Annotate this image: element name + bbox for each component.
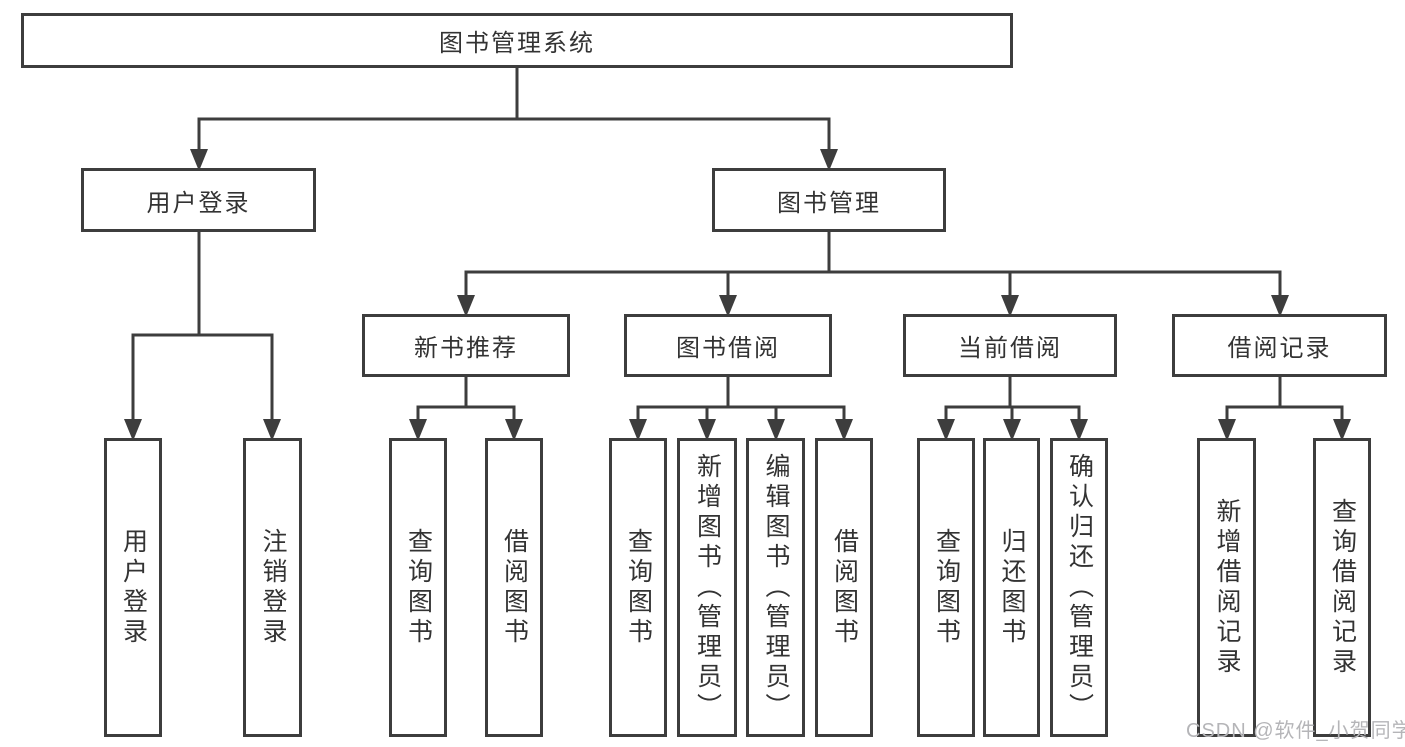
leaf-logout: 注销登录	[243, 438, 302, 737]
leaf-borrow-book: 借阅图书	[815, 438, 873, 737]
node-book-management: 图书管理	[712, 168, 946, 232]
node-book-borrow: 图书借阅	[624, 314, 832, 377]
leaf-add-borrow-record: 新增借阅记录	[1197, 438, 1256, 737]
node-user-login: 用户登录	[81, 168, 316, 232]
leaf-user-login: 用户登录	[104, 438, 162, 737]
leaf-return-book: 归还图书	[983, 438, 1040, 737]
leaf-edit-book-admin: 编辑图书（管理员）	[746, 438, 805, 737]
csdn-watermark: CSDN @软件_小贺同学	[1186, 720, 1405, 742]
leaf-borrow-book-recommend: 借阅图书	[485, 438, 543, 737]
node-current-borrow: 当前借阅	[903, 314, 1117, 377]
leaf-add-book-admin: 新增图书（管理员）	[677, 438, 737, 737]
leaf-query-borrow-record: 查询借阅记录	[1313, 438, 1371, 737]
leaf-query-book-current: 查询图书	[917, 438, 975, 737]
leaf-query-book-recommend: 查询图书	[389, 438, 447, 737]
leaf-confirm-return-admin: 确认归还（管理员）	[1050, 438, 1108, 737]
leaf-query-book-borrow: 查询图书	[609, 438, 667, 737]
node-new-book-recommend: 新书推荐	[362, 314, 570, 377]
node-borrow-records: 借阅记录	[1172, 314, 1387, 377]
node-library-management-system: 图书管理系统	[21, 13, 1013, 68]
